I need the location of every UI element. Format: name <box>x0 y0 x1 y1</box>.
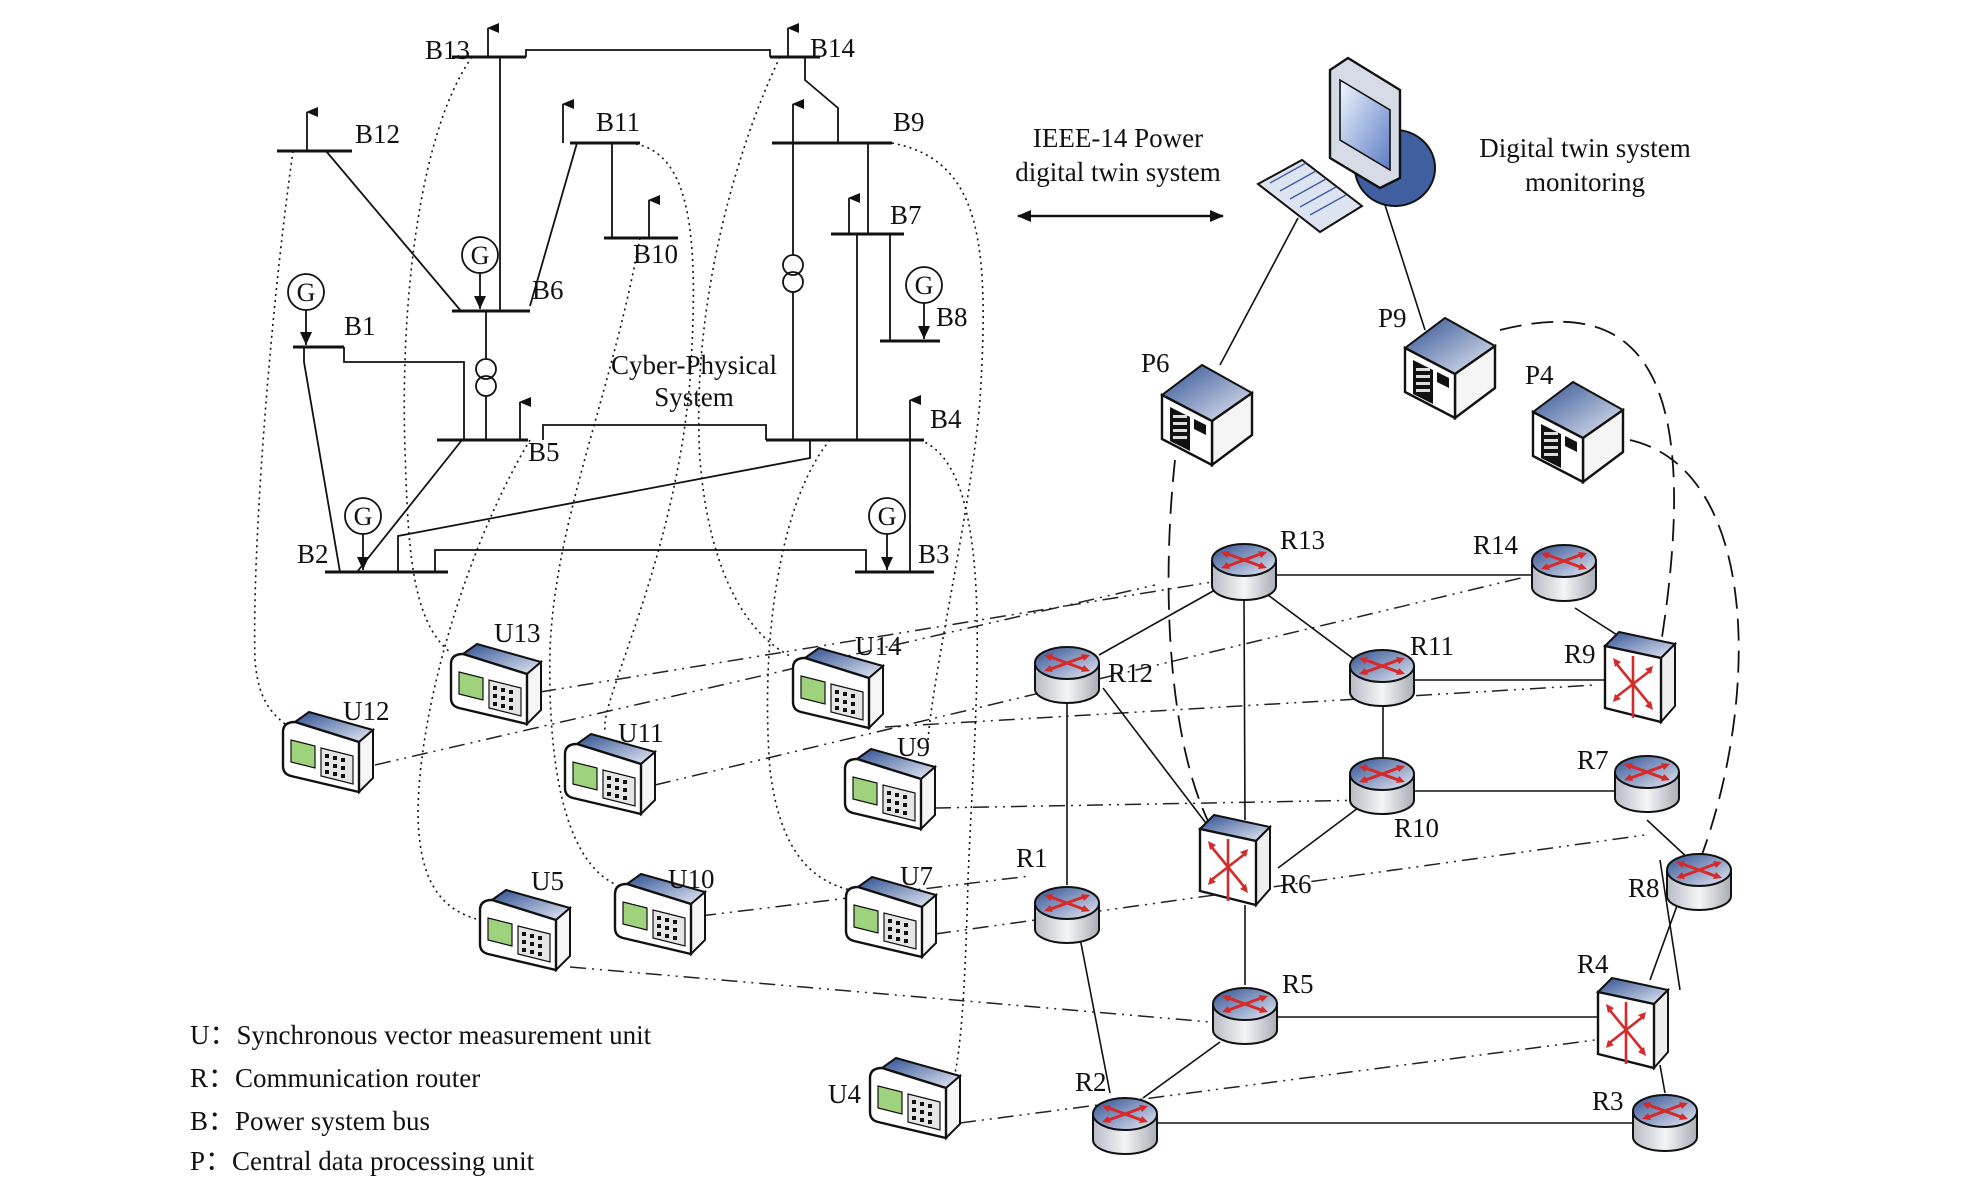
router-r5[interactable] <box>1211 986 1279 1046</box>
bus-label: B14 <box>810 33 856 63</box>
bus-label: B5 <box>528 437 560 467</box>
twin-caption-line1: IEEE-14 Power <box>1033 123 1203 153</box>
generator-symbol: G <box>297 278 316 307</box>
pmu-label: U14 <box>855 631 902 661</box>
bus-label: B7 <box>890 200 922 230</box>
switch-r6[interactable] <box>1198 813 1272 907</box>
server-p6[interactable] <box>1160 363 1254 467</box>
router-label: R5 <box>1282 969 1314 999</box>
switch-r4[interactable] <box>1596 976 1670 1070</box>
generator-b1: G <box>287 273 325 345</box>
bus-label: B6 <box>532 275 564 305</box>
legend-item: R：Communication router <box>190 1063 480 1093</box>
generator-symbol: G <box>878 502 897 531</box>
pmu-label: U12 <box>343 696 390 726</box>
router-label: R1 <box>1016 843 1048 873</box>
generator-b2: G <box>344 497 382 570</box>
router-r12[interactable] <box>1033 645 1101 705</box>
bus-label: B2 <box>297 539 329 569</box>
bus-label: B13 <box>425 35 470 65</box>
bus-label: B1 <box>344 311 376 341</box>
pmu-u13[interactable] <box>449 642 543 726</box>
server-label: P4 <box>1525 360 1554 390</box>
switch-r9[interactable] <box>1603 630 1677 724</box>
pmu-u5[interactable] <box>478 888 572 972</box>
generator-symbol: G <box>471 241 490 270</box>
router-label: R13 <box>1280 525 1325 555</box>
server-p9[interactable] <box>1403 316 1497 420</box>
legend-item: B：Power system bus <box>190 1106 430 1136</box>
legend-item: P：Central data processing unit <box>190 1146 535 1176</box>
bus-label: B8 <box>936 302 968 332</box>
server-p4[interactable] <box>1531 380 1625 484</box>
monitoring-computer-icon[interactable] <box>1256 56 1436 234</box>
network-links <box>1066 204 1740 1124</box>
router-r3[interactable] <box>1631 1093 1699 1153</box>
bus-pmu-links <box>253 56 984 1086</box>
server-label: P6 <box>1141 348 1170 378</box>
monitor-caption-line1: Digital twin system <box>1479 133 1691 163</box>
generator-b8: G <box>905 266 943 339</box>
router-label: R14 <box>1473 530 1519 560</box>
pmu-label: U9 <box>897 732 930 762</box>
cps-caption-line2: System <box>654 382 734 412</box>
bus-label: B10 <box>633 239 678 269</box>
pmu-label: U11 <box>618 718 664 748</box>
pmu-label: U4 <box>828 1079 861 1109</box>
router-label: R10 <box>1394 813 1439 843</box>
router-r2[interactable] <box>1091 1096 1159 1156</box>
load-arrows <box>306 23 921 440</box>
generator-symbol: G <box>915 271 934 300</box>
bus-label: B4 <box>930 404 962 434</box>
pmu-label: U13 <box>494 618 541 648</box>
router-r13[interactable] <box>1210 542 1278 602</box>
cps-caption-line1: Cyber-Physical <box>611 350 777 380</box>
bus-label: B3 <box>918 539 950 569</box>
power-system: G G G G G B13 B14 <box>277 23 968 574</box>
router-r7[interactable] <box>1613 754 1681 814</box>
generator-b6: G <box>461 236 499 309</box>
router-label: R12 <box>1108 658 1153 688</box>
monitor-caption-line2: monitoring <box>1525 167 1645 197</box>
bus-label: B9 <box>893 107 925 137</box>
router-r10[interactable] <box>1348 756 1416 816</box>
router-label: R9 <box>1564 639 1596 669</box>
generator-b3: G <box>868 497 906 570</box>
router-r1[interactable] <box>1033 885 1101 945</box>
pmu-label: U10 <box>668 864 715 894</box>
pmu-u4[interactable] <box>868 1056 962 1140</box>
generator-symbol: G <box>354 502 373 531</box>
router-label: R6 <box>1280 869 1312 899</box>
router-r14[interactable] <box>1530 543 1598 603</box>
legend-item: U：Synchronous vector measurement unit <box>190 1020 652 1050</box>
bus-label: B12 <box>355 119 400 149</box>
legend: U：Synchronous vector measurement unit R：… <box>190 1020 652 1176</box>
router-label: R4 <box>1577 949 1609 979</box>
router-r11[interactable] <box>1348 648 1416 708</box>
router-label: R11 <box>1410 631 1454 661</box>
router-label: R8 <box>1628 873 1660 903</box>
router-r8[interactable] <box>1665 852 1733 912</box>
pmu-label: U5 <box>531 866 564 896</box>
router-label: R2 <box>1075 1067 1107 1097</box>
server-label: P9 <box>1378 303 1407 333</box>
router-label: R7 <box>1577 745 1609 775</box>
router-label: R3 <box>1592 1086 1624 1116</box>
bus-label: B11 <box>596 107 640 137</box>
twin-caption-line2: digital twin system <box>1015 157 1221 187</box>
pmu-label: U7 <box>900 861 933 891</box>
